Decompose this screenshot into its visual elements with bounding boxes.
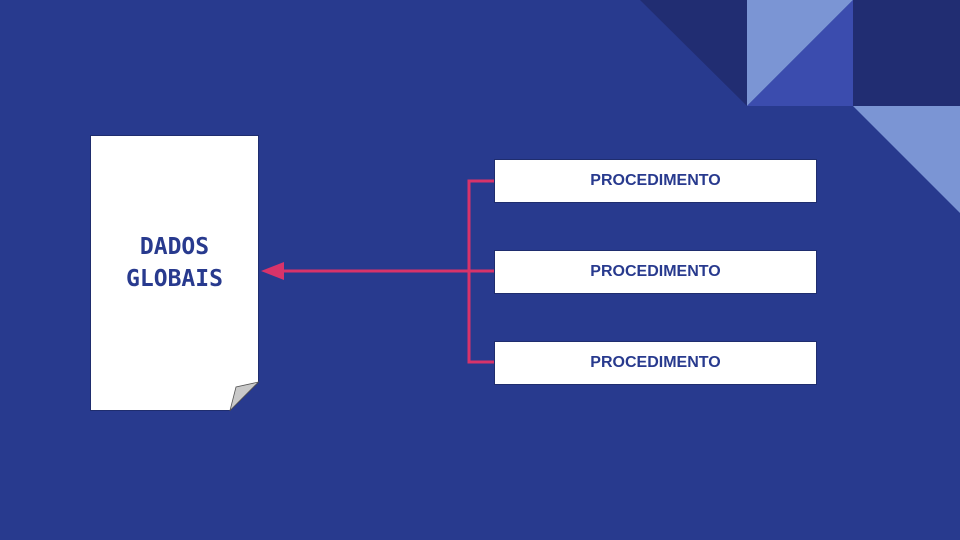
document-label-line1: DADOS xyxy=(139,234,210,260)
arrow-head xyxy=(261,262,284,280)
folded-corner xyxy=(229,381,259,411)
decor-triangle-dark-left xyxy=(640,0,747,106)
procedure-box-2: PROCEDIMENTO xyxy=(494,250,817,294)
procedure-box-1: PROCEDIMENTO xyxy=(494,159,817,203)
decor-triangle-mid xyxy=(747,0,853,106)
decor-triangle-light-right xyxy=(853,106,960,213)
document-icon xyxy=(90,135,259,411)
procedure-label-3: PROCEDIMENTO xyxy=(590,354,721,371)
procedure-label-2: PROCEDIMENTO xyxy=(590,263,721,280)
document-label: DADOS GLOBAIS xyxy=(90,231,259,295)
document-label-line2: GLOBAIS xyxy=(126,266,223,292)
procedure-box-3: PROCEDIMENTO xyxy=(494,341,817,385)
global-data-document: DADOS GLOBAIS xyxy=(90,135,259,411)
procedure-label-1: PROCEDIMENTO xyxy=(590,172,721,189)
decor-square-dark xyxy=(853,0,960,106)
